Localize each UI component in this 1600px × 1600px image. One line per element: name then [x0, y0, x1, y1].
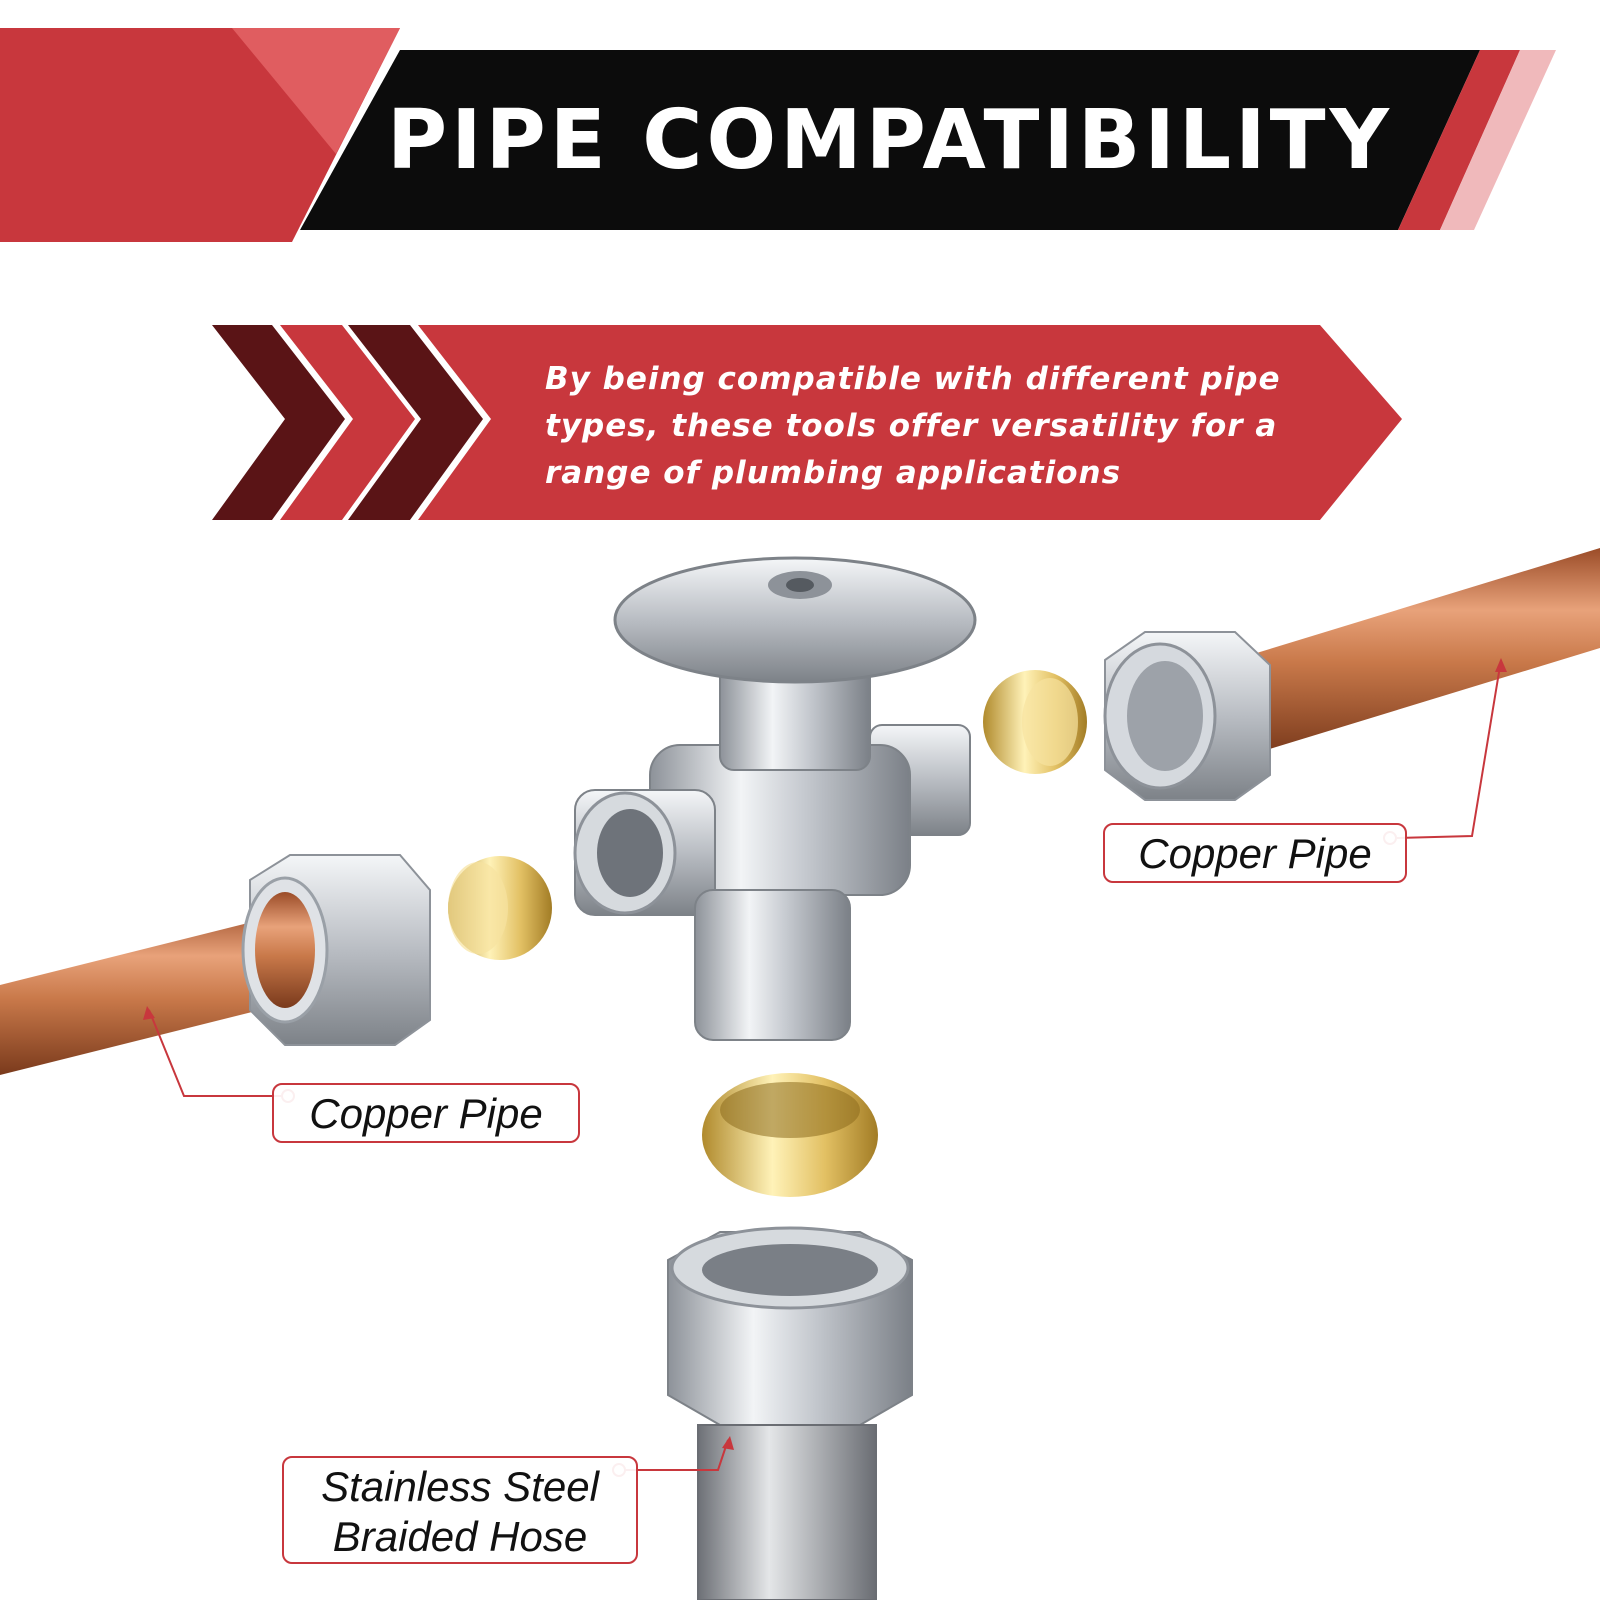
angle-stop-valve — [573, 556, 977, 1041]
ferrule-left — [448, 856, 552, 960]
compression-nut-right — [1103, 631, 1271, 801]
chevron-3-icon — [348, 325, 483, 520]
tagline-arrow-body — [418, 325, 1402, 520]
tagline-text: By being compatible with different pipe … — [545, 361, 1281, 491]
ferrule-right — [983, 670, 1087, 774]
chevron-1-icon — [212, 325, 345, 520]
tagline-banner — [212, 325, 1402, 520]
label-copper-pipe-left-text: Copper Pipe — [309, 1090, 543, 1137]
copper-pipe-right — [1250, 548, 1600, 755]
label-copper-pipe-right-text: Copper Pipe — [1138, 830, 1372, 877]
ferrule-bottom — [702, 1073, 878, 1197]
braided-hose — [697, 1424, 877, 1600]
label-braided-hose-line1: Stainless Steel — [321, 1463, 599, 1510]
title-banner — [0, 28, 1556, 242]
label-braided-hose: Stainless Steel Braided Hose — [282, 1456, 638, 1564]
label-braided-hose-line2: Braided Hose — [332, 1513, 588, 1560]
chevron-2-icon — [280, 325, 415, 520]
page-title: PIPE COMPATIBILITY — [387, 92, 1393, 188]
label-copper-pipe-right: Copper Pipe — [1103, 823, 1407, 883]
compression-nut-left — [241, 854, 431, 1046]
copper-pipe-left — [0, 905, 320, 1075]
compression-nut-bottom — [667, 1226, 913, 1426]
label-copper-pipe-left: Copper Pipe — [272, 1083, 580, 1143]
